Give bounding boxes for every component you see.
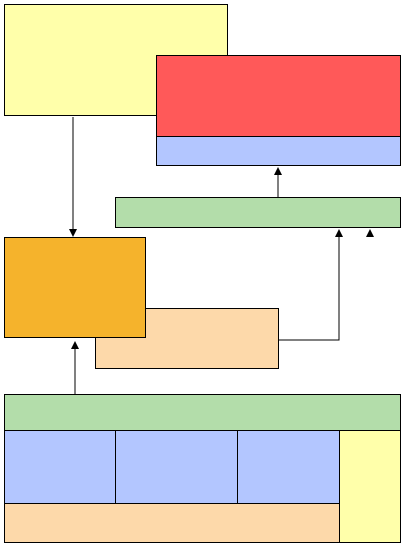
orange-block (4, 237, 146, 338)
blue-strip-top (156, 136, 401, 166)
peach-bottom-strip (4, 503, 340, 543)
red-block (156, 55, 401, 137)
arrowhead-standalone (366, 229, 374, 237)
connector-yellow-to-orange (69, 117, 77, 237)
connector-peach-to-green (279, 229, 343, 341)
blue-cell-2 (115, 430, 238, 504)
connector-bottom-to-orange (71, 341, 79, 394)
connector-green-to-blue (274, 167, 282, 197)
blue-cell-1 (4, 430, 116, 504)
green-bottom-bar (4, 394, 401, 431)
blue-cell-3 (237, 430, 340, 504)
green-middle-bar (115, 197, 401, 228)
yellow-bottom-column (339, 430, 401, 543)
